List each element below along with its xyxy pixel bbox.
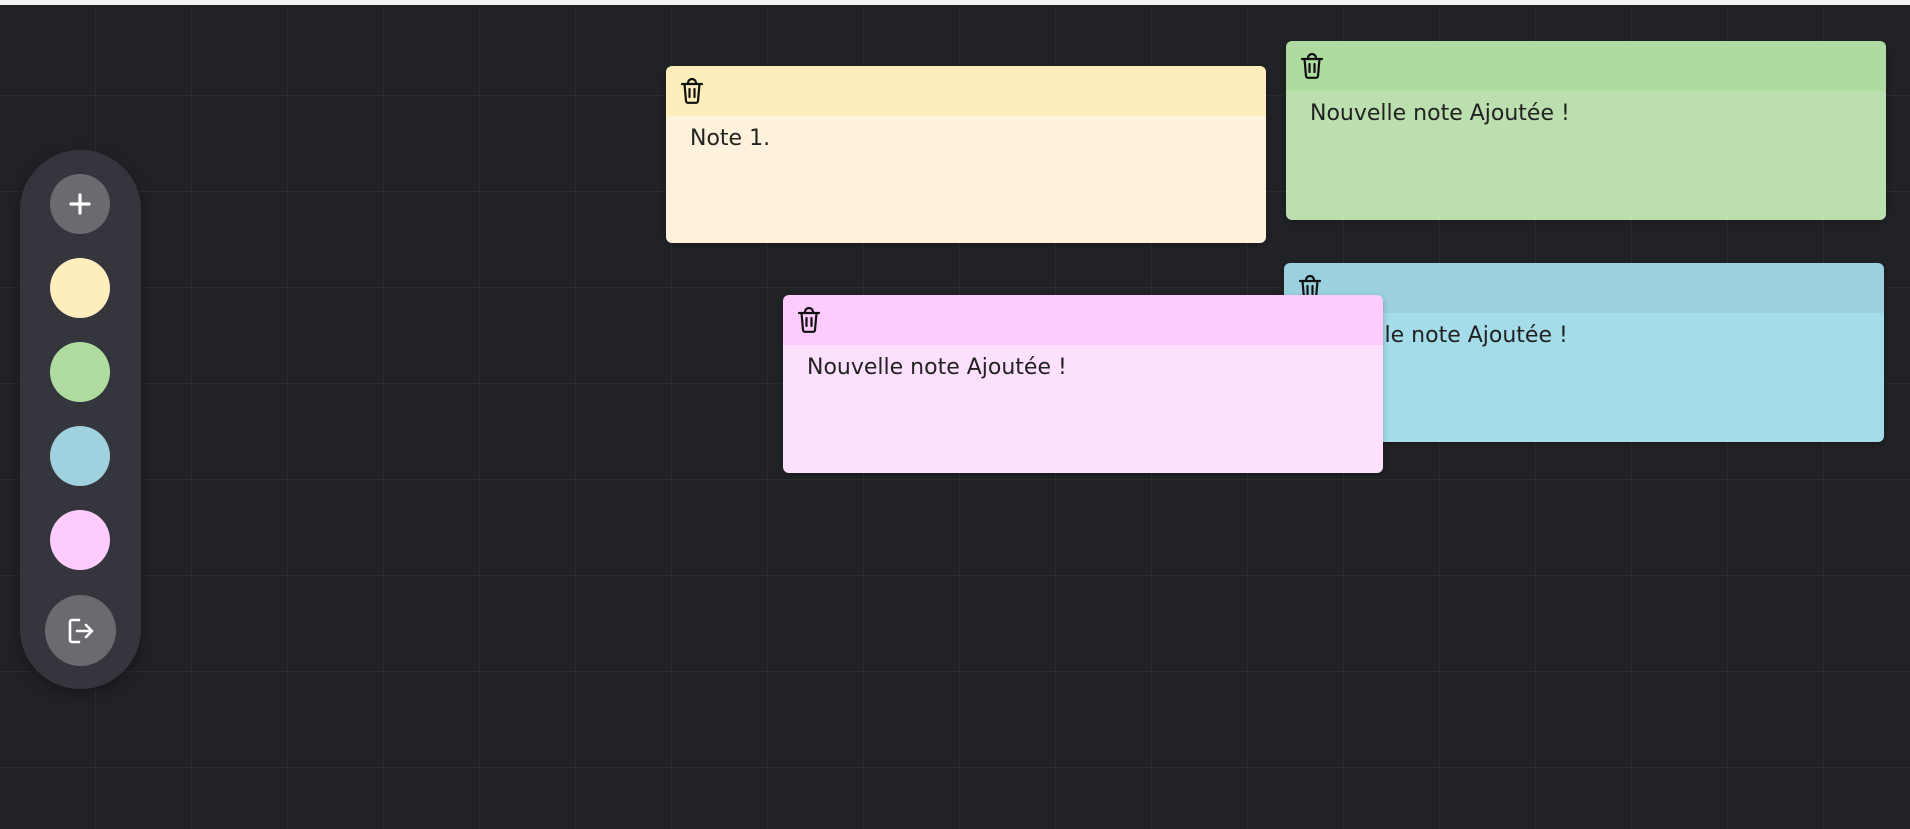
color-swatch-pink[interactable] (50, 510, 110, 570)
add-note-button[interactable] (50, 174, 110, 234)
note-body[interactable]: Note 1. (666, 116, 1266, 243)
note-card[interactable]: Note 1. (666, 66, 1266, 243)
note-card[interactable]: Nouvelle note Ajoutée ! (783, 295, 1383, 473)
color-swatch-green[interactable] (50, 342, 110, 402)
note-text[interactable]: Nouvelle note Ajoutée ! (1310, 101, 1570, 126)
note-text[interactable]: Nouvelle note Ajoutée ! (807, 355, 1067, 380)
note-card[interactable]: Nouvelle note Ajoutée ! (1286, 41, 1886, 220)
color-swatch-yellow[interactable] (50, 258, 110, 318)
sidebar-toolbar (20, 150, 141, 689)
note-header[interactable] (783, 295, 1383, 345)
note-body[interactable]: Nouvelle note Ajoutée ! (783, 345, 1383, 473)
logout-icon (68, 618, 93, 643)
color-swatch-blue[interactable] (50, 426, 110, 486)
window-top-border (0, 0, 1910, 5)
logout-button[interactable] (45, 595, 116, 666)
trash-icon[interactable] (795, 306, 823, 334)
note-header[interactable] (666, 66, 1266, 116)
trash-icon[interactable] (1298, 52, 1326, 80)
note-header[interactable] (1286, 41, 1886, 91)
note-text[interactable]: Note 1. (690, 126, 771, 151)
note-body[interactable]: Nouvelle note Ajoutée ! (1286, 91, 1886, 220)
plus-icon (69, 193, 91, 215)
trash-icon[interactable] (678, 77, 706, 105)
